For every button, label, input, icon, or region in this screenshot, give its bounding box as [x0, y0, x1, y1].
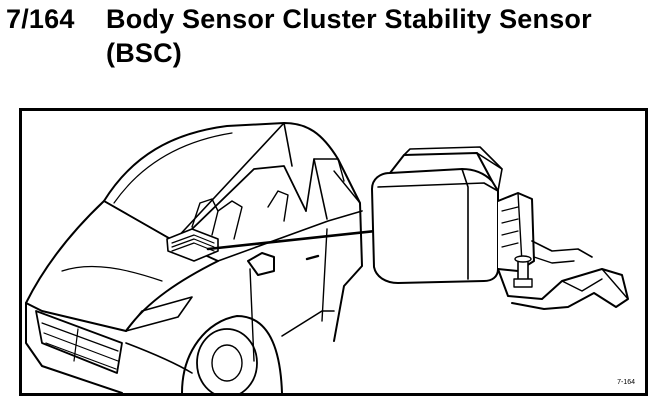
sensor-module-illustration: [371, 146, 629, 310]
section-title: Body Sensor Cluster Stability Sensor (BS…: [106, 4, 592, 68]
figure-reference: 7-164: [617, 379, 635, 386]
figure-illustration: [25, 122, 629, 393]
section-number: 7/164: [6, 4, 75, 34]
section-heading: 7/164 Body Sensor Cluster Stability Sens…: [6, 2, 666, 78]
car-illustration: [25, 122, 363, 393]
figure-frame: 7-164: [19, 108, 648, 396]
leader-line: [206, 227, 396, 251]
